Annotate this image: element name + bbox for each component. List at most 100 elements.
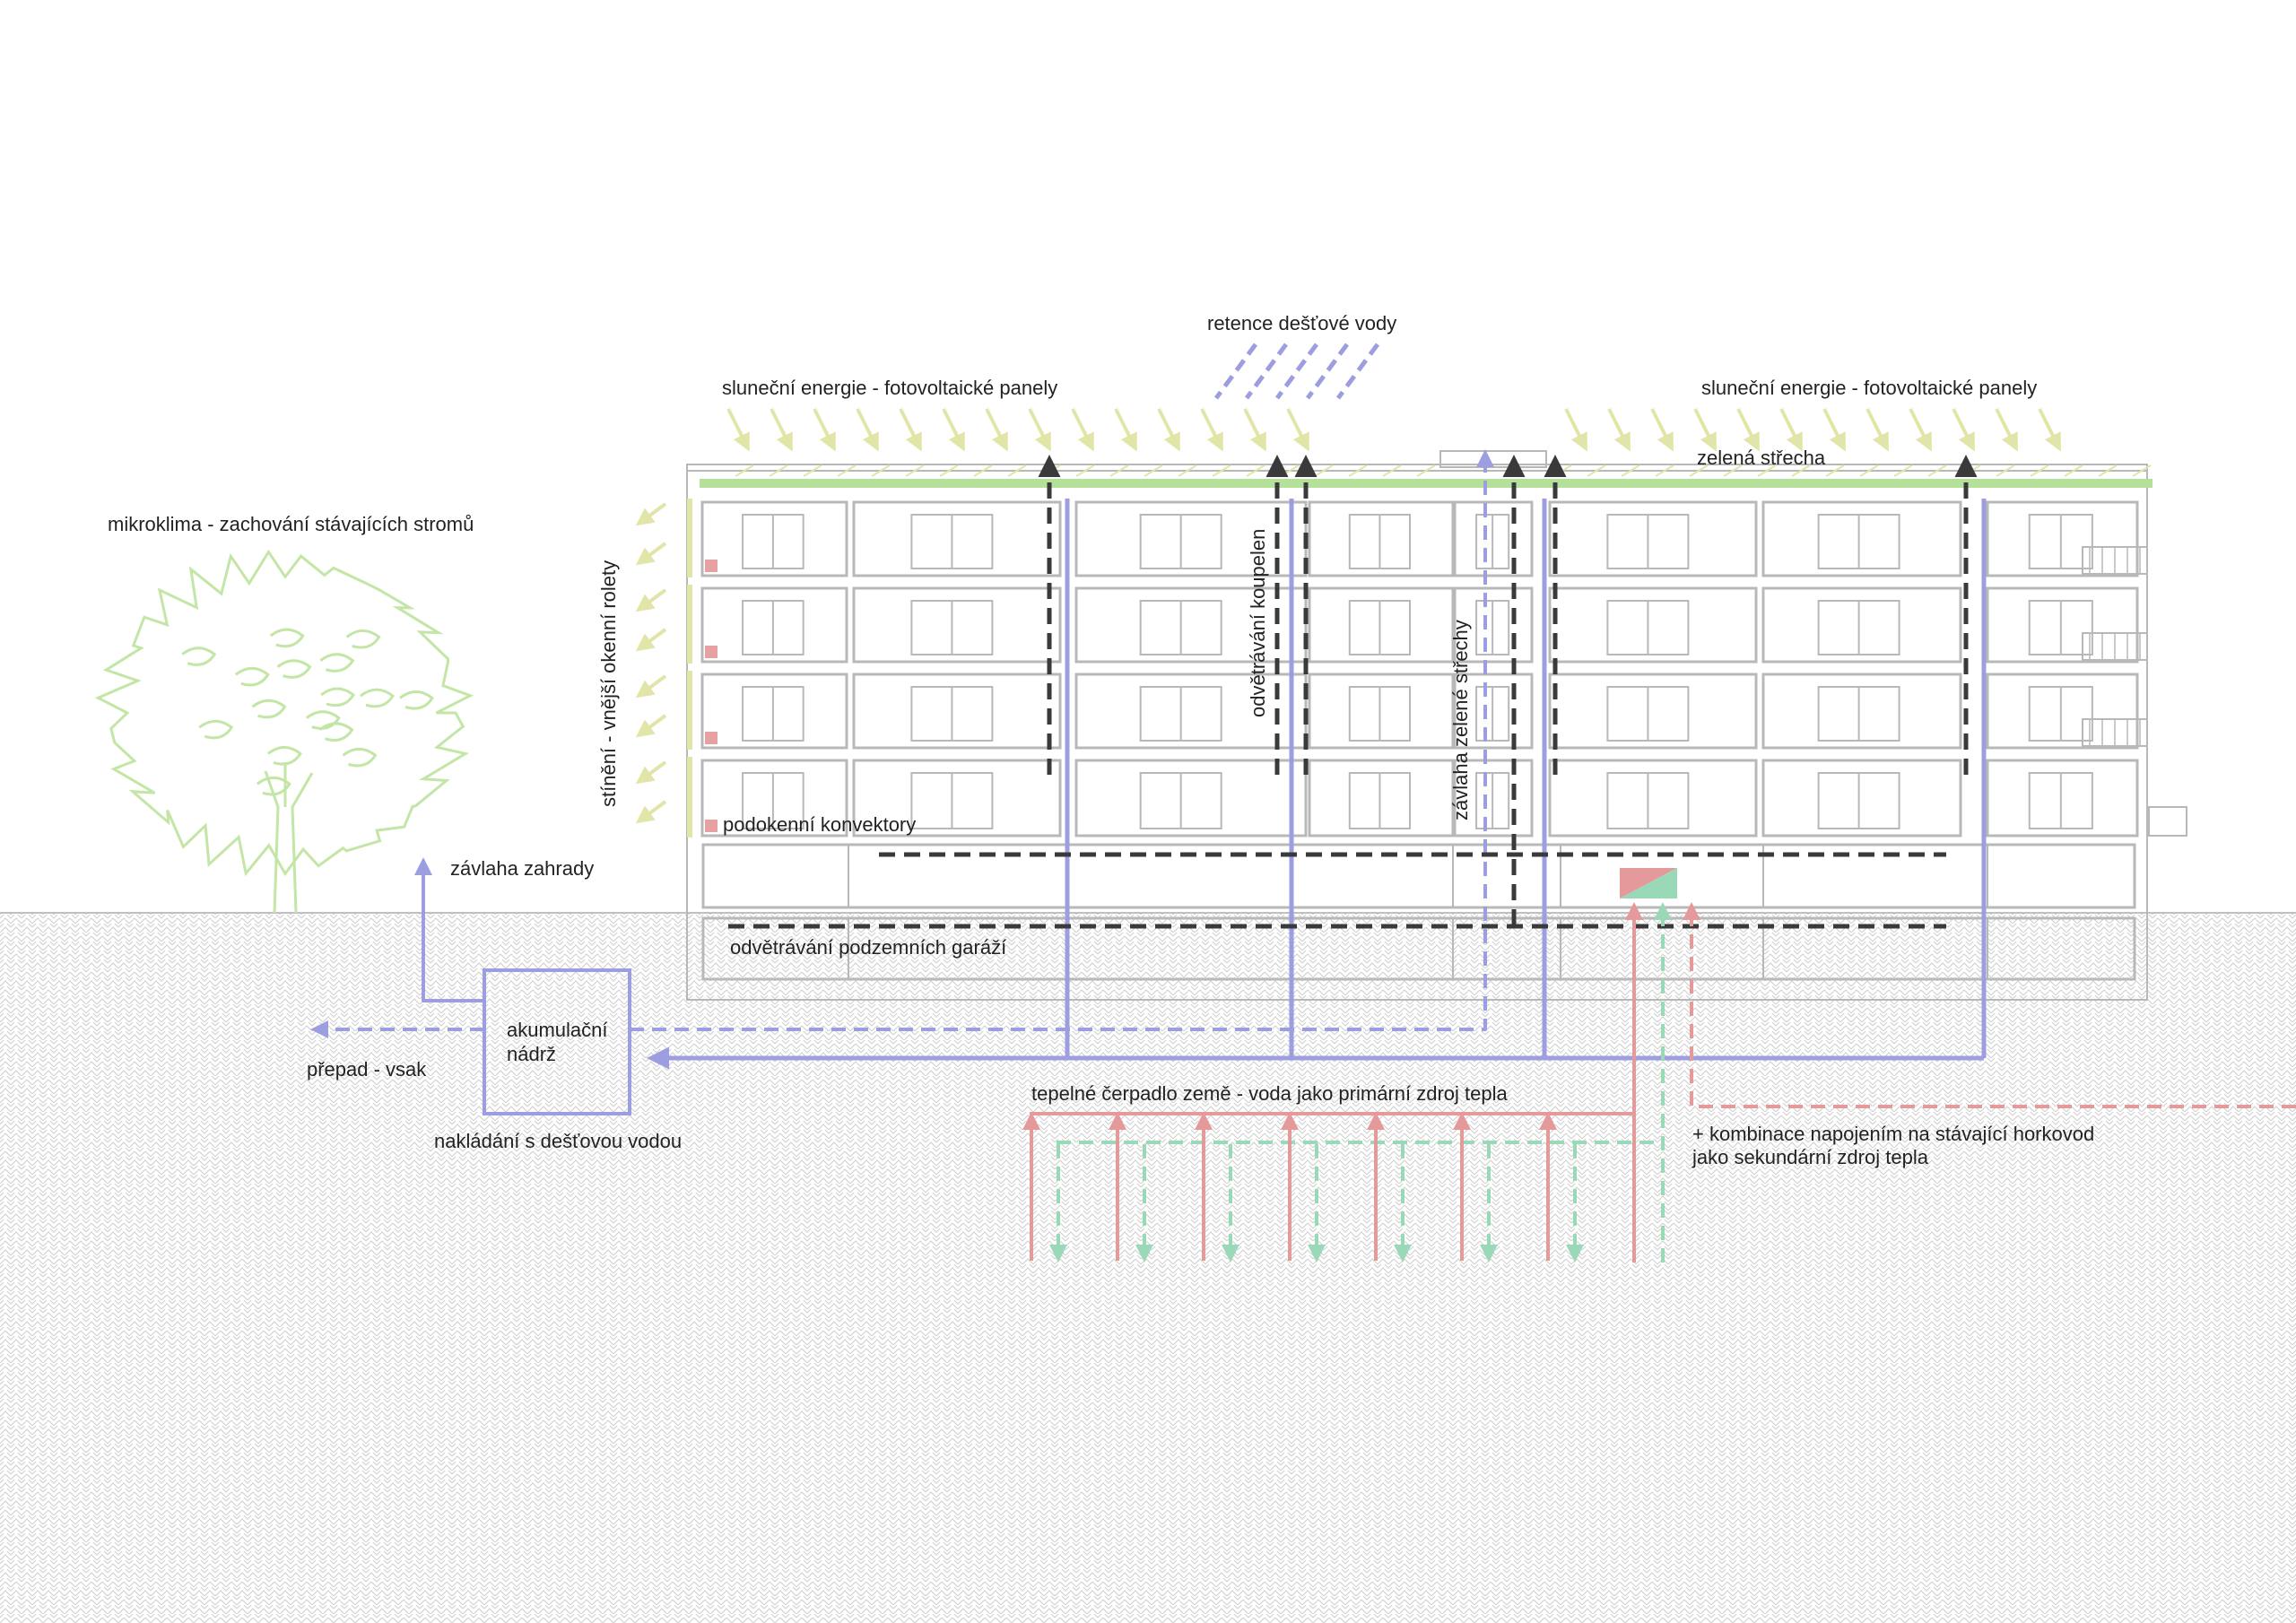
tree-foliage-detail — [320, 687, 355, 707]
tree-foliage-detail — [360, 688, 395, 708]
apartment-room — [852, 586, 1062, 664]
tree-foliage-detail — [251, 699, 287, 719]
shading-ray — [635, 714, 667, 738]
pv-panel-mark — [1178, 464, 1197, 477]
apartment-room — [1453, 759, 1534, 838]
ventilation-ducts — [728, 455, 1978, 929]
solar-ray — [856, 408, 879, 452]
tree-foliage-detail — [399, 690, 434, 710]
shading-ray — [635, 588, 667, 612]
rain-dash — [1274, 343, 1319, 400]
solar-ray — [1028, 408, 1051, 452]
rain-retention-label: retence dešťové vody — [1207, 312, 1396, 334]
ground-hatch — [0, 913, 2296, 1623]
apartment-room — [1761, 586, 1962, 664]
solar-ray — [1995, 408, 2018, 452]
pv-panel-mark — [871, 464, 891, 477]
apartment-room — [852, 500, 1062, 577]
apartment-room — [700, 673, 848, 750]
solar-ray — [1952, 408, 1975, 452]
shading-ray — [635, 760, 667, 785]
tree-foliage-detail — [276, 659, 312, 679]
pv-panel-mark — [1587, 464, 1606, 477]
pv-panel-mark — [2064, 464, 2083, 477]
shading-blind — [687, 499, 692, 577]
apartment-room — [1074, 500, 1308, 577]
apartment-room — [1548, 500, 1758, 577]
solar-ray — [899, 408, 922, 452]
shading-ray — [635, 800, 667, 824]
green-roof-label: zelená střecha — [1697, 447, 1826, 469]
solar-ray — [1693, 408, 1717, 452]
shading-label: stínění - vnější okenní rolety — [597, 560, 620, 807]
tree-foliage-detail — [319, 653, 355, 673]
solar-ray — [985, 408, 1008, 452]
apartment-room — [1308, 759, 1455, 838]
solar-ray — [1650, 408, 1674, 452]
pv-panel-mark — [1212, 464, 1231, 477]
solar-ray — [1736, 408, 1760, 452]
tree-canopy — [94, 549, 474, 877]
pv-panel-mark — [1314, 464, 1334, 477]
entrance-canopy — [2148, 806, 2187, 837]
pv-panel-mark — [1007, 464, 1027, 477]
apartment-room — [1453, 673, 1534, 750]
district-heat-label-2: jako sekundární zdroj tepla — [1692, 1146, 1929, 1168]
rain-dash — [1244, 343, 1289, 400]
garden-irrigation-label: závlaha zahrady — [450, 857, 594, 880]
apartment-room — [1986, 673, 2139, 750]
apartment-room — [1074, 759, 1308, 838]
pv-panel-mark — [939, 464, 959, 477]
apartment-room — [1761, 759, 1962, 838]
apartment-room — [700, 586, 848, 664]
shading-blind — [687, 585, 692, 664]
convector-icon — [705, 560, 718, 572]
pv-panel-mark — [1655, 464, 1674, 477]
solar-label-right: sluneční energie - fotovoltaické panely — [1701, 377, 2037, 399]
pv-panel-mark — [1689, 464, 1709, 477]
solar-ray — [1866, 408, 1889, 452]
tree-trunk — [264, 762, 314, 914]
solar-ray — [1157, 408, 1180, 452]
pv-panel-mark — [1382, 464, 1402, 477]
solar-ray — [2038, 408, 2061, 452]
pv-panel-mark — [1416, 464, 1436, 477]
pv-panel-mark — [1825, 464, 1845, 477]
apartment-room — [1453, 500, 1534, 577]
apartment-room — [1986, 586, 2139, 664]
tree-foliage-detail — [305, 710, 341, 730]
rain-dash — [1213, 343, 1258, 400]
pv-panel-mark — [1859, 464, 1879, 477]
apartment-room — [852, 673, 1062, 750]
apartment-room — [1308, 500, 1455, 577]
pv-panel-mark — [1075, 464, 1095, 477]
pv-panel-mark — [2132, 464, 2152, 477]
shading-ray — [635, 542, 667, 566]
microclimate-label: mikroklima - zachování stávajících strom… — [108, 513, 474, 535]
pv-panel-mark — [1996, 464, 2015, 477]
garage-vent-label: odvětrávání podzemních garáží — [730, 936, 1006, 959]
apartment-room — [1986, 759, 2139, 838]
roof-irrigation-pipe — [630, 449, 1494, 1031]
tree-icon — [94, 549, 474, 914]
pv-panel-mark — [2030, 464, 2049, 477]
solar-ray — [1114, 408, 1137, 452]
solar-ray — [1909, 408, 1932, 452]
shading-blind — [687, 671, 692, 750]
apartment-room — [1308, 673, 1455, 750]
pv-panel-mark — [1348, 464, 1368, 477]
shading-blind — [687, 757, 692, 838]
pv-panel-mark — [1791, 464, 1811, 477]
tank-label-2: nádrž — [507, 1043, 556, 1065]
apartment-room — [1761, 673, 1962, 750]
pv-panel-mark — [1109, 464, 1129, 477]
rain-dash — [1305, 343, 1350, 400]
tree-foliage-detail — [342, 747, 378, 768]
apartment-room — [700, 500, 848, 577]
ground-floor-level — [701, 843, 2136, 909]
solar-ray — [1822, 408, 1846, 452]
heat-pump-unit-cool — [1620, 868, 1677, 898]
apartment-room — [1453, 586, 1534, 664]
garden-irrigation-pipe — [414, 857, 484, 1002]
